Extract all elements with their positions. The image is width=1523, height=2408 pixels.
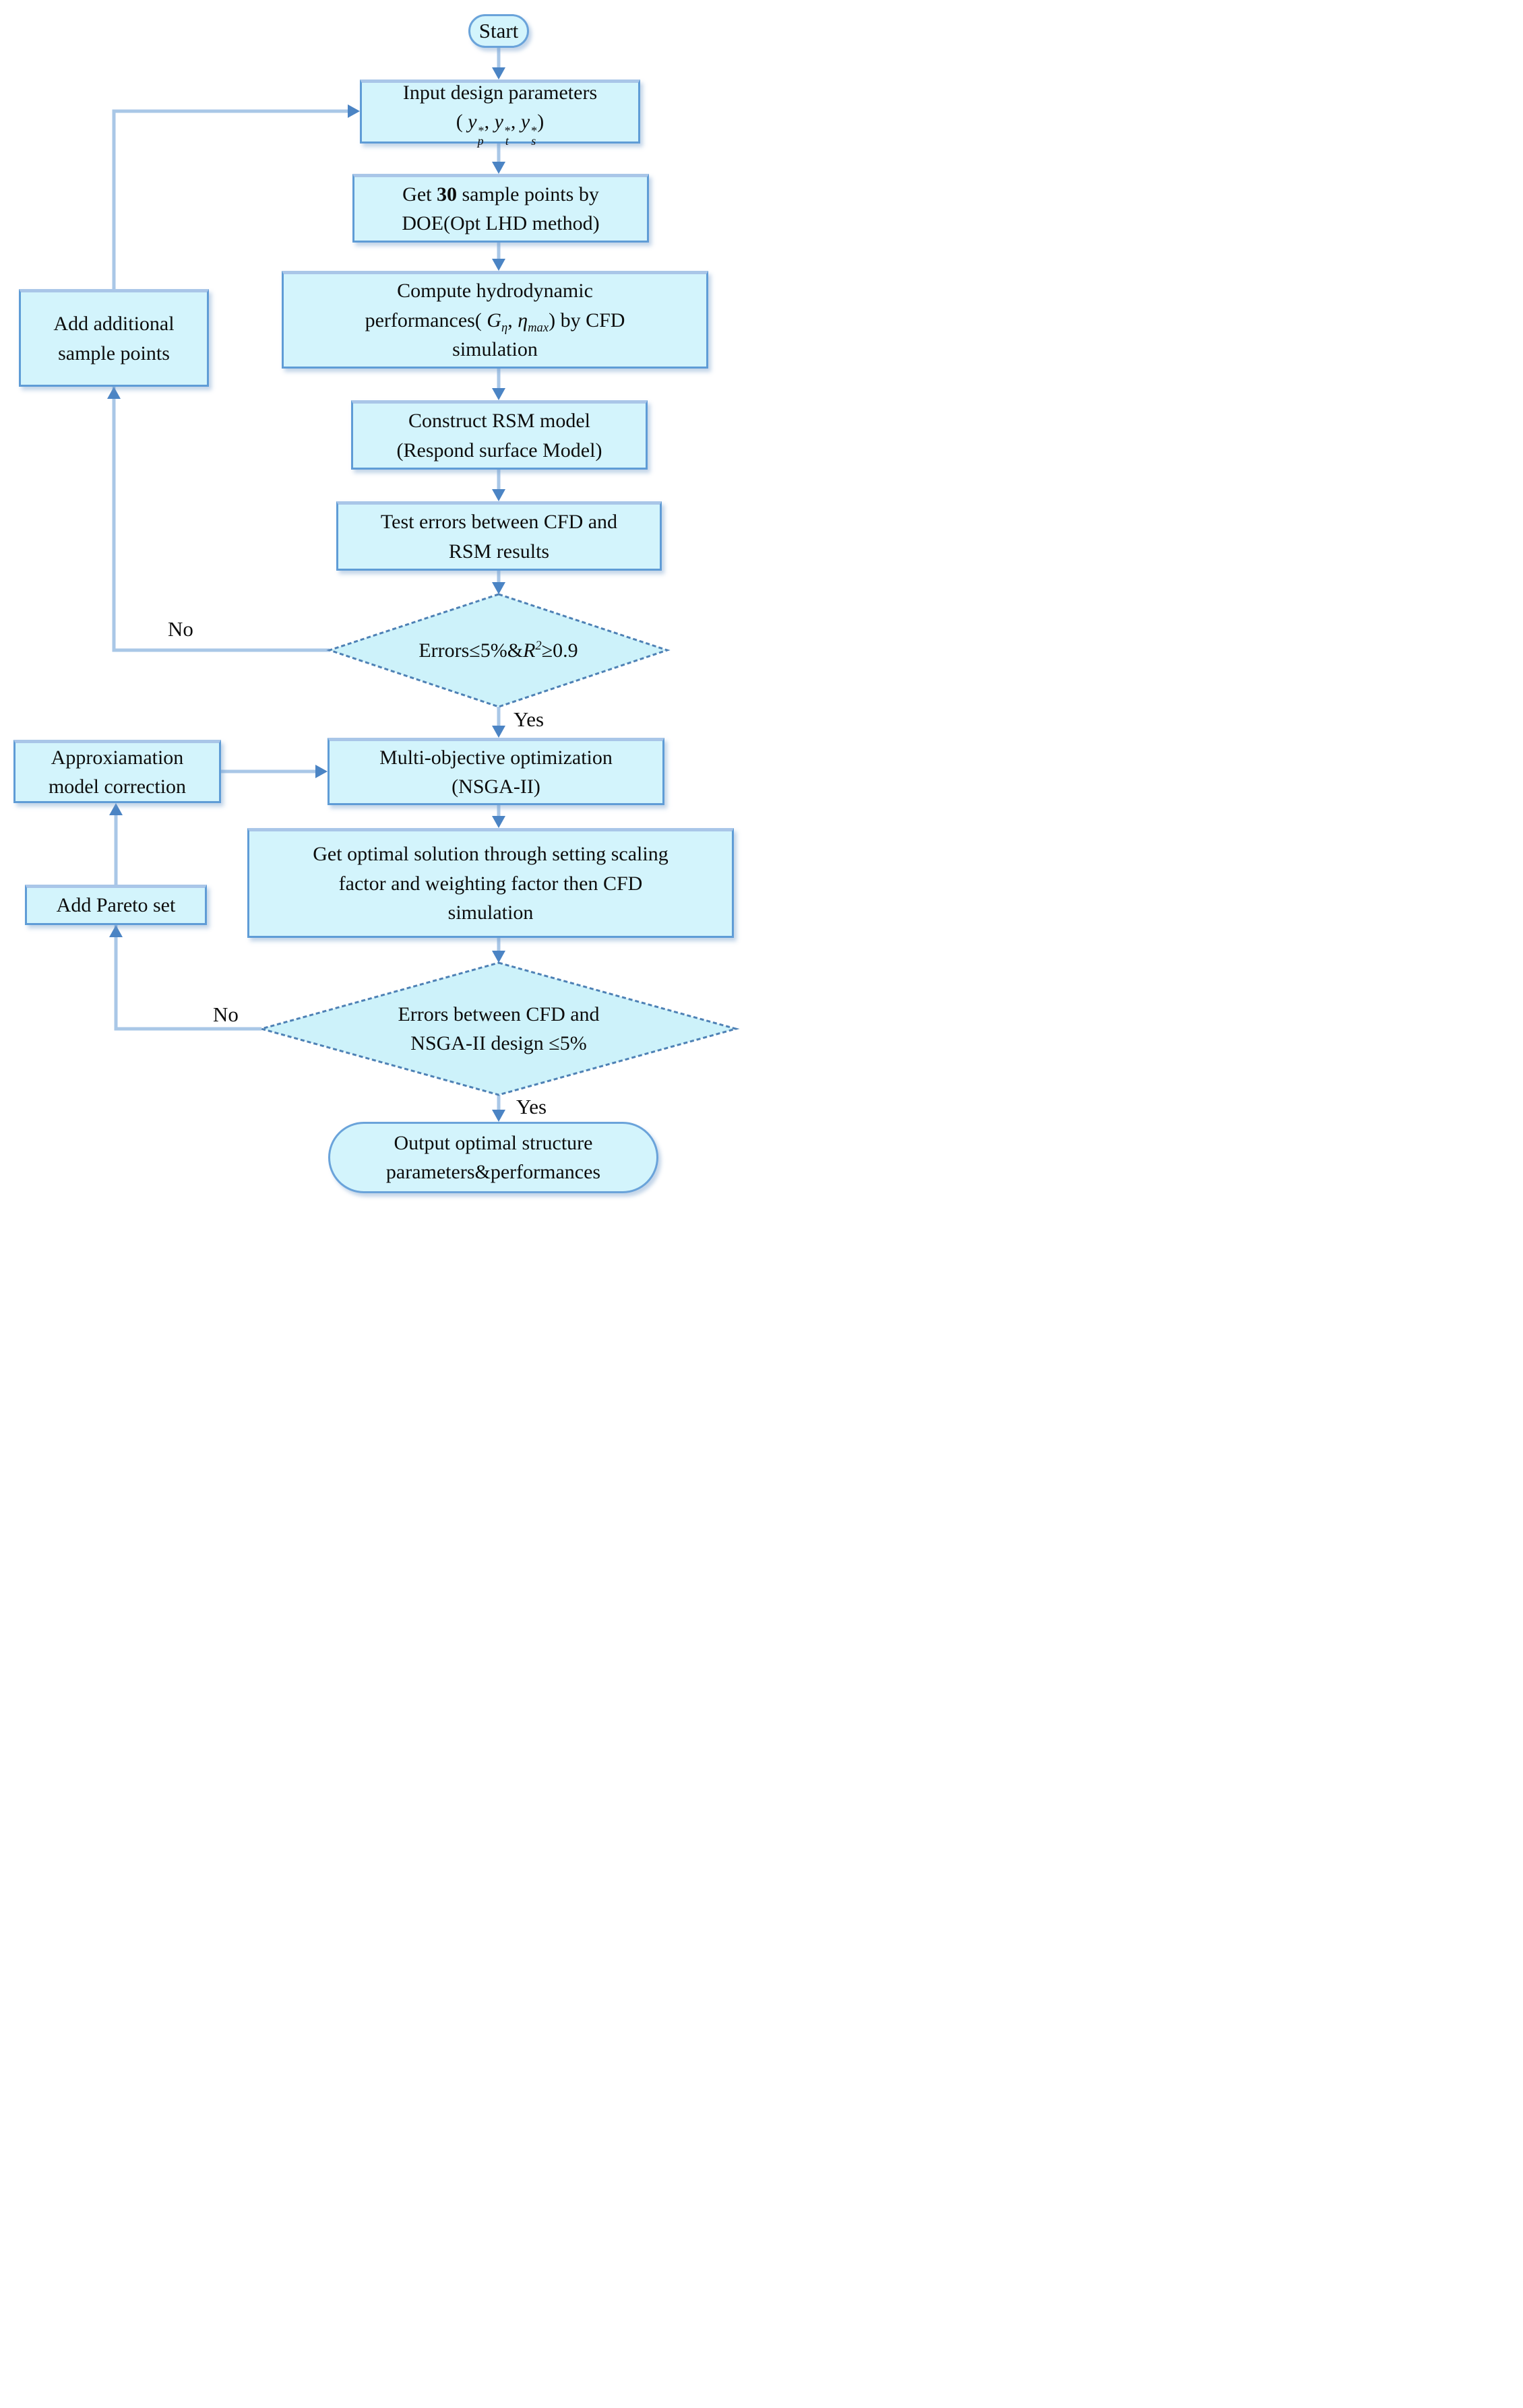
arrowhead-into-nsga-left [315, 765, 328, 778]
decision1-yes-label: Yes [514, 707, 545, 731]
arrowhead-into-rsm [492, 388, 505, 400]
nsga2-optimization-node: Multi-objective optimization(NSGA-II) [328, 738, 664, 805]
arrowhead-into-input-left [348, 104, 360, 118]
arrowhead-into-pareto [109, 925, 123, 937]
arrowhead-into-doe [492, 162, 505, 174]
arrowheads [107, 67, 505, 1122]
loop-no2-line [114, 812, 261, 1031]
arrowhead-into-approx [109, 803, 123, 815]
arrowhead-into-cfd [492, 259, 505, 271]
decision1-no-label: No [168, 617, 193, 641]
input-design-parameters-node: Input design parameters( y*p, y*t, y*s) [360, 80, 640, 147]
get-optimal-solution-node: Get optimal solution through setting sca… [247, 828, 734, 938]
arrowhead-into-add-samples [107, 387, 121, 399]
decision2-no-label: No [213, 1003, 239, 1026]
main-flow-lines [221, 48, 501, 1112]
arrowhead-into-output [492, 1110, 505, 1122]
add-pareto-set-node: Add Pareto set [25, 885, 207, 925]
arrowhead-into-decision1 [492, 582, 505, 594]
decision1-errors-r2-text: Errors≤5%&R2≥0.9 [418, 638, 578, 662]
start-node: Start [468, 14, 529, 48]
decision1-diamond-shape [326, 593, 671, 708]
arrowhead-into-nsga-top [492, 726, 505, 738]
connector-layer [107, 48, 740, 1122]
decision2-yes-label: Yes [516, 1095, 547, 1118]
decision2-diamond-shape [257, 961, 740, 1096]
arrowhead-into-test [492, 489, 505, 501]
arrowhead-into-optimal [492, 816, 505, 828]
construct-rsm-node: Construct RSM model(Respond surface Mode… [351, 400, 648, 470]
arrowhead-into-decision2 [492, 951, 505, 963]
arrowhead-into-input-top [492, 67, 505, 80]
flowchart-canvas: Start Input design parameters( y*p, y*t,… [0, 0, 762, 1204]
